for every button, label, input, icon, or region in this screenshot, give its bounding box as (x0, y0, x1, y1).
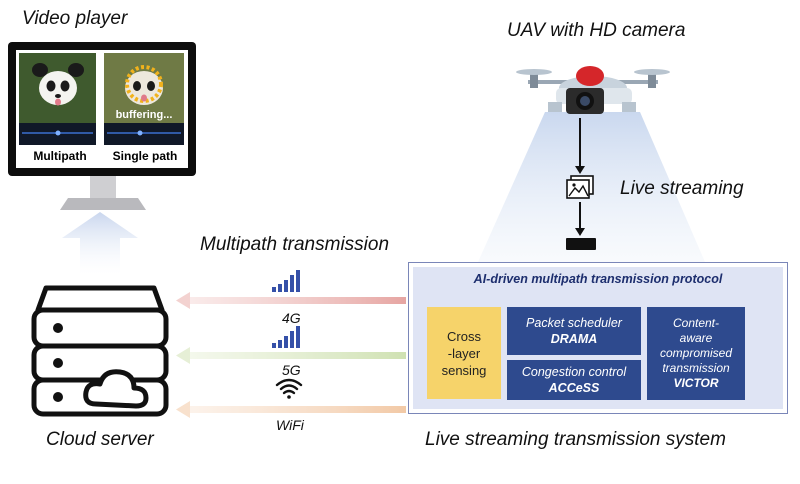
protocol-panel: AI-driven multipath transmission protoco… (408, 262, 788, 414)
cross-layer-line3: sensing (441, 362, 487, 378)
stream-arrow-lower (575, 202, 585, 236)
cross-layer-sensing-box: Cross -layer sensing (427, 307, 501, 399)
link-5g-label: 5G (282, 362, 301, 378)
cloud-server-label: Cloud server (46, 429, 154, 450)
link-4g-label: 4G (282, 310, 301, 326)
encoder-box (566, 238, 596, 250)
cross-layer-line1: Cross (447, 328, 481, 344)
arrow-4g (176, 292, 406, 309)
uav-icon (516, 66, 670, 114)
system-label: Live streaming transmission system (425, 429, 726, 450)
packet-scheduler-label: Packet scheduler (526, 316, 622, 330)
access-label: ACCeSS (548, 381, 600, 395)
signal-4g-icon (272, 270, 300, 292)
live-streaming-label: Live streaming (620, 178, 744, 199)
victor-label: VICTOR (673, 376, 719, 390)
congestion-control-box: Congestion control ACCeSS (507, 360, 641, 400)
cross-layer-line2: -layer (447, 345, 481, 361)
video-player-label: Video player (22, 8, 128, 29)
signal-5g-icon (272, 326, 300, 348)
stream-arrow-upper (575, 118, 585, 174)
wifi-icon (275, 378, 303, 399)
monitor-icon (8, 42, 196, 210)
content-line2: aware (679, 331, 713, 345)
content-line1: Content- (672, 316, 720, 330)
uav-label: UAV with HD camera (507, 20, 686, 41)
content-line4: transmission (662, 361, 730, 375)
congestion-control-label: Congestion control (521, 365, 627, 379)
content-line3: compromised (659, 346, 733, 360)
protocol-title: AI-driven multipath transmission protoco… (473, 272, 723, 286)
link-wifi-label: WiFi (276, 417, 304, 433)
image-icon (566, 175, 594, 199)
arrow-wifi (176, 401, 406, 418)
cloud-server-icon (31, 285, 169, 417)
caption-multipath: Multipath (33, 149, 86, 163)
arrow-5g (176, 347, 406, 364)
content-aware-box: Content- aware compromised transmission … (647, 307, 745, 400)
upload-arrow (62, 212, 138, 275)
caption-single-path: Single path (113, 149, 178, 163)
drama-label: DRAMA (550, 332, 598, 346)
buffering-label: buffering... (116, 109, 173, 121)
protocol-panel-inner: AI-driven multipath transmission protoco… (413, 267, 783, 409)
packet-scheduler-box: Packet scheduler DRAMA (507, 307, 641, 355)
multipath-transmission-label: Multipath transmission (200, 234, 390, 255)
